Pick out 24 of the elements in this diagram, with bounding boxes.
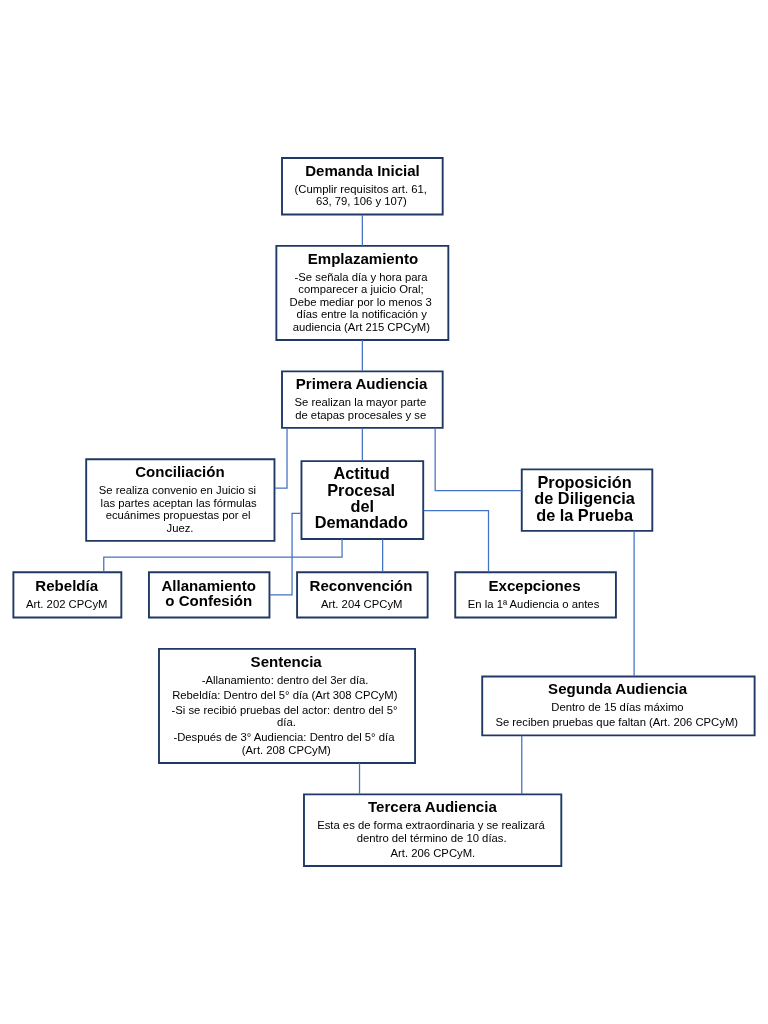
node-box: Actitud Procesal del Demandado bbox=[300, 460, 425, 540]
node-box: Demanda Inicial (Cumplir requisitos art. 61, 63, 79, 106 y 107) bbox=[281, 157, 444, 216]
connector bbox=[361, 339, 363, 372]
node-box: Sentencia -Allanamiento: dentro del 3er día. Rebeldía: Dentro del 5° día (Art 308 CPCyM) -Si se recibió pruebas del actor: dentro del 5° día. -Después de 3° Audiencia: Dentro del 5° día (Art. 208 CPCyM) bbox=[158, 647, 416, 764]
node-box: Rebeldía Art. 202 CPCyM bbox=[12, 571, 123, 619]
node-box: Tercera Audiencia Esta es de forma extraordinaria y se realizará dentro del término de 10 días. Art. 206 CPCyM. bbox=[303, 793, 563, 867]
connector bbox=[103, 538, 343, 573]
connector bbox=[361, 427, 363, 462]
node-box: Proposición de Diligencia de la Prueba bbox=[520, 468, 654, 532]
connector bbox=[269, 512, 302, 596]
node-box: Excepciones En la 1ª Audiencia o antes bbox=[454, 571, 617, 619]
node-box: Reconvención Art. 204 CPCyM bbox=[296, 571, 429, 619]
connector bbox=[361, 214, 363, 247]
node-box: Allanamiento o Confesión bbox=[148, 571, 271, 619]
node-box: Conciliación Se realiza convenio en Juicio si las partes aceptan las fórmulas ecuánimes propuestas por el Juez. bbox=[85, 458, 276, 542]
connector bbox=[422, 510, 490, 573]
node-box: Segunda Audiencia Dentro de 15 días máximo Se reciben pruebas que faltan (Art. 206 CPCyM) bbox=[481, 675, 756, 737]
node-box: Emplazamiento -Se señala día y hora para comparecer a juicio Oral; Debe mediar por lo menos 3 días entre la notificación y audiencia (Art 215 CPCyM) bbox=[275, 244, 450, 341]
connector bbox=[434, 427, 523, 492]
connector bbox=[358, 762, 361, 795]
connector bbox=[521, 735, 523, 795]
node-box: Primera Audiencia Se realizan la mayor parte de etapas procesales y se bbox=[281, 370, 444, 429]
connector bbox=[633, 530, 635, 677]
connector bbox=[382, 538, 384, 573]
